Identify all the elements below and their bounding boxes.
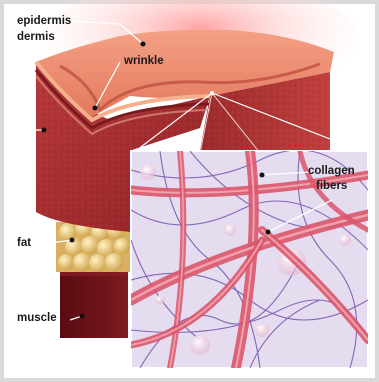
label-fat: fat: [17, 237, 31, 250]
label-fibers: fibers: [316, 180, 347, 193]
label-wrinkle: wrinkle: [124, 55, 164, 68]
label-dermis: dermis: [17, 31, 55, 44]
muscle-layer: [60, 262, 128, 338]
label-muscle: muscle: [17, 312, 57, 325]
label-collagen: collagen: [308, 165, 355, 178]
label-epidermis: epidermis: [17, 15, 71, 28]
